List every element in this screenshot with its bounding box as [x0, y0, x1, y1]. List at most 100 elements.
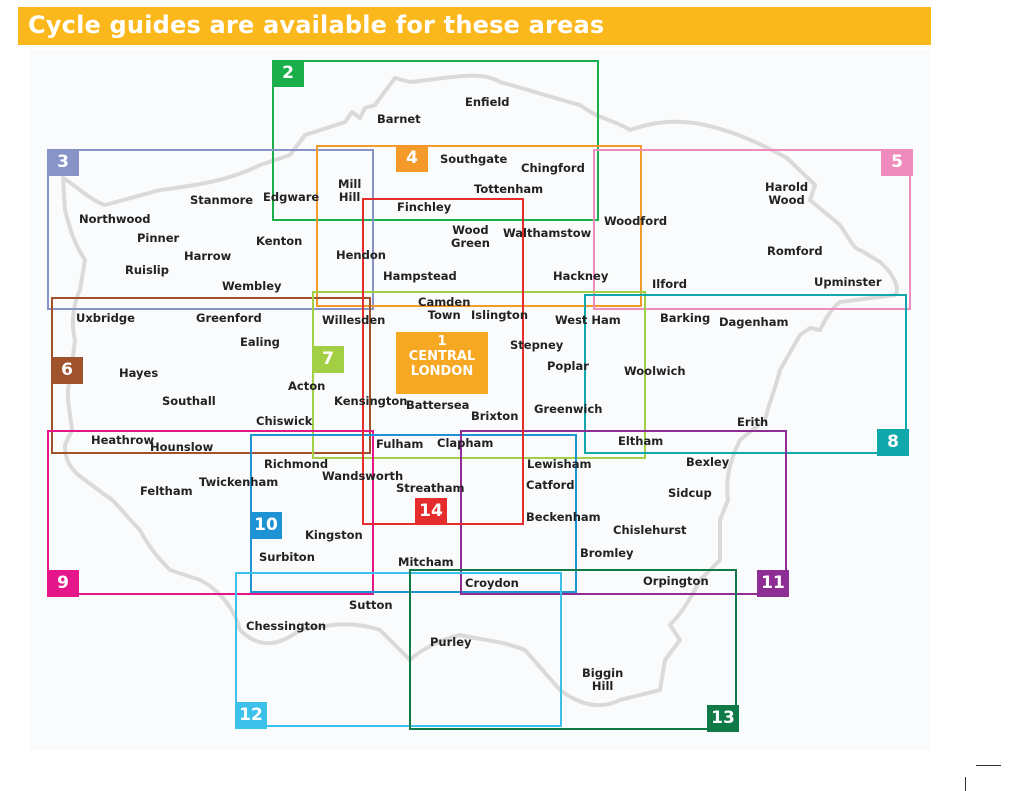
area-10-box[interactable]: 10: [250, 434, 577, 593]
area-14-box[interactable]: 14: [362, 198, 524, 525]
place-lewisham: Lewisham: [527, 457, 592, 471]
place-feltham: Feltham: [140, 484, 193, 498]
place-west-ham: West Ham: [555, 313, 621, 327]
place-barnet: Barnet: [377, 112, 421, 126]
place-southgate: Southgate: [440, 152, 508, 166]
area-8-box[interactable]: 8: [584, 294, 909, 456]
place-mill-hill: Mill Hill: [338, 177, 362, 204]
place-sutton: Sutton: [349, 598, 393, 612]
place-enfield: Enfield: [465, 95, 510, 109]
area-14-label[interactable]: 14: [415, 498, 447, 525]
place-pinner: Pinner: [137, 231, 180, 245]
place-ruislip: Ruislip: [125, 263, 169, 277]
place-greenford: Greenford: [196, 311, 262, 325]
area-12-label[interactable]: 12: [235, 702, 267, 729]
place-hayes: Hayes: [119, 366, 159, 380]
place-chiswick: Chiswick: [256, 414, 313, 428]
area-11-box[interactable]: 11: [460, 430, 789, 597]
place-wandsworth: Wandsworth: [322, 469, 404, 483]
place-erith: Erith: [737, 415, 769, 429]
area-5-label[interactable]: 5: [881, 149, 913, 176]
area-11-label[interactable]: 11: [757, 570, 789, 597]
area-10-label[interactable]: 10: [250, 512, 282, 539]
area-2-box[interactable]: 2: [272, 60, 599, 221]
place-camden-town: Camden Town: [418, 295, 471, 322]
place-beckenham: Beckenham: [526, 510, 601, 524]
place-bromley: Bromley: [580, 546, 634, 560]
place-walthamstow: Walthamstow: [503, 226, 592, 240]
place-tottenham: Tottenham: [474, 182, 544, 196]
place-hendon: Hendon: [336, 248, 386, 262]
area-3-box[interactable]: 3: [47, 149, 374, 310]
area-9-box[interactable]: 9: [47, 430, 374, 597]
place-orpington: Orpington: [643, 574, 709, 588]
place-hounslow: Hounslow: [150, 440, 214, 454]
place-clapham: Clapham: [437, 436, 494, 450]
area-9-label[interactable]: 9: [47, 570, 79, 597]
place-wood-green: Wood Green: [451, 223, 490, 250]
area-12-box[interactable]: 12: [235, 572, 562, 729]
place-bexley: Bexley: [686, 455, 730, 469]
place-battersea: Battersea: [406, 398, 470, 412]
area-6-box[interactable]: 6: [51, 297, 371, 454]
place-romford: Romford: [767, 244, 823, 258]
place-northwood: Northwood: [79, 212, 151, 226]
area-5-box[interactable]: 5: [593, 149, 913, 310]
place-woolwich: Woolwich: [624, 364, 686, 378]
place-chessington: Chessington: [246, 619, 327, 633]
place-twickenham: Twickenham: [199, 475, 279, 489]
place-hackney: Hackney: [553, 269, 609, 283]
place-purley: Purley: [430, 635, 472, 649]
area-7-box[interactable]: 7: [312, 291, 646, 459]
place-catford: Catford: [526, 478, 575, 492]
place-fulham: Fulham: [376, 437, 424, 451]
area-7-label[interactable]: 7: [312, 346, 344, 373]
boundary-path: [61, 73, 899, 708]
area-3-label[interactable]: 3: [47, 149, 79, 176]
area-4-label[interactable]: 4: [396, 145, 428, 172]
place-ilford: Ilford: [652, 277, 688, 291]
place-harold-wood: Harold Wood: [765, 180, 809, 207]
place-southall: Southall: [162, 394, 216, 408]
place-edgware: Edgware: [263, 190, 320, 204]
area-13-label[interactable]: 13: [707, 705, 739, 732]
area-1-central-london[interactable]: 1 CENTRAL LONDON: [396, 332, 488, 394]
place-brixton: Brixton: [471, 409, 519, 423]
place-stanmore: Stanmore: [190, 193, 254, 207]
place-chingford: Chingford: [521, 161, 585, 175]
area-13-box[interactable]: 13: [409, 569, 739, 732]
place-richmond: Richmond: [264, 457, 329, 471]
place-wembley: Wembley: [222, 279, 282, 293]
place-islington: Islington: [471, 308, 529, 322]
title-banner: Cycle guides are available for these are…: [18, 7, 931, 45]
place-hampstead: Hampstead: [383, 269, 457, 283]
place-willesden: Willesden: [322, 313, 386, 327]
place-streatham: Streatham: [396, 481, 465, 495]
place-eltham: Eltham: [618, 434, 664, 448]
place-upminster: Upminster: [814, 275, 882, 289]
page-title: Cycle guides are available for these are…: [28, 11, 605, 39]
place-acton: Acton: [288, 379, 326, 393]
place-croydon: Croydon: [465, 576, 519, 590]
place-harrow: Harrow: [184, 249, 232, 263]
place-kenton: Kenton: [256, 234, 303, 248]
place-kingston: Kingston: [305, 528, 363, 542]
place-sidcup: Sidcup: [668, 486, 712, 500]
central-label: CENTRAL LONDON: [408, 349, 476, 379]
area-6-label[interactable]: 6: [51, 357, 83, 384]
place-biggin-hill: Biggin Hill: [582, 666, 624, 693]
area-4-box[interactable]: 4: [316, 145, 642, 307]
place-mitcham: Mitcham: [398, 555, 454, 569]
place-surbiton: Surbiton: [259, 550, 315, 564]
place-greenwich: Greenwich: [534, 402, 603, 416]
page-mark: [965, 777, 966, 791]
area-2-label[interactable]: 2: [272, 60, 304, 87]
map-background: [30, 50, 930, 750]
place-kensington: Kensington: [334, 394, 408, 408]
place-finchley: Finchley: [397, 200, 452, 214]
place-woodford: Woodford: [604, 214, 668, 228]
area-8-label[interactable]: 8: [877, 429, 909, 456]
place-uxbridge: Uxbridge: [76, 311, 135, 325]
place-ealing: Ealing: [240, 335, 280, 349]
